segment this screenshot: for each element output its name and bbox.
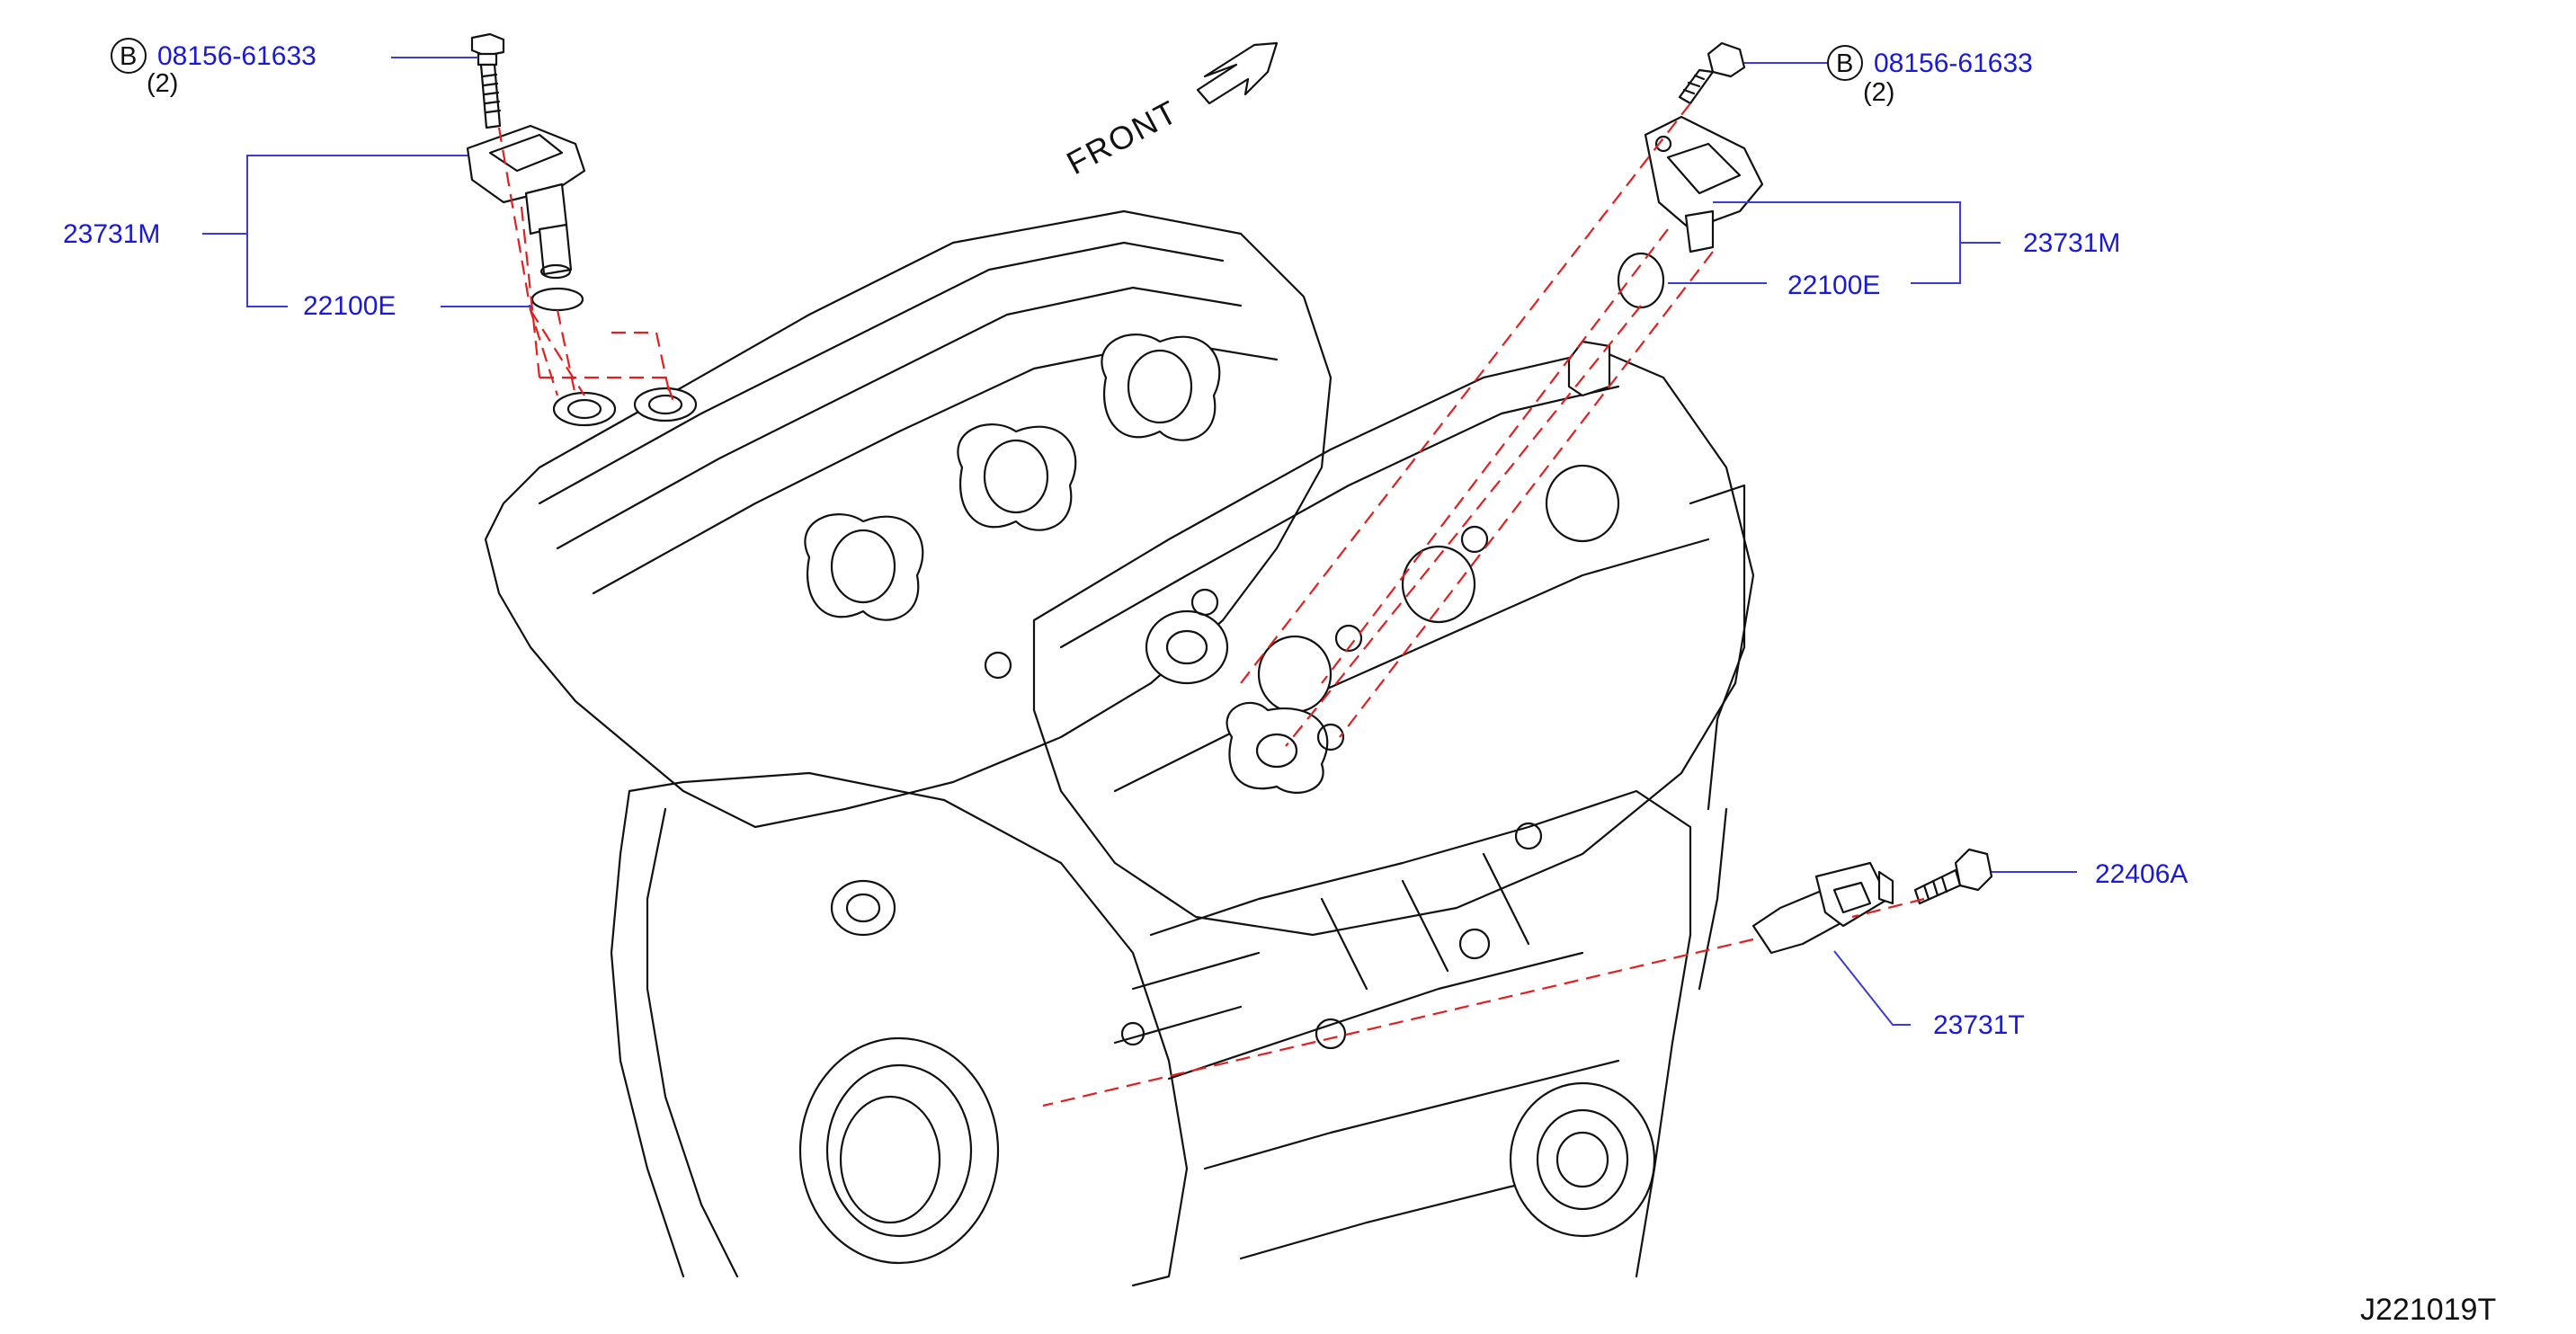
alignment-lines <box>497 102 1925 1107</box>
bolt-left-part-number: 08156-61633 <box>157 41 316 71</box>
sensor-left-part-number: 23731M <box>63 219 160 249</box>
engine-block-drawing <box>484 209 1755 1287</box>
diagram-code: J221019T <box>2360 1293 2496 1327</box>
bolt-right-prefix: B <box>1836 49 1853 78</box>
oring-right-part <box>1617 252 1665 309</box>
b-circle-icon <box>1827 45 1863 81</box>
oring-right-part-number: 22100E <box>1787 271 1880 300</box>
callout-oring-left: 22100E <box>303 291 532 321</box>
front-arrow: FRONT <box>1061 41 1279 182</box>
callout-oring-right: 22100E <box>1668 271 1880 300</box>
bolt-left-prefix: B <box>120 42 137 71</box>
sensor-right-part-number: 23731M <box>2023 228 2120 258</box>
bolt-left-qty: (2) <box>147 69 178 98</box>
oring-left-part-number: 22100E <box>303 291 396 321</box>
callout-sensor-right: 23731M <box>1713 201 2120 284</box>
bolt-right-qty: (2) <box>1863 78 1894 107</box>
sensor-left-part <box>466 124 586 280</box>
callout-bolt-right: B 08156-61633 (2) <box>1744 45 2033 107</box>
sensor-lower-part-number: 23731T <box>1933 1010 2025 1040</box>
bolt-lower-part <box>1913 848 1993 905</box>
callout-bolt-lower: 22406A <box>1992 859 2188 889</box>
bolt-left-part <box>470 32 505 129</box>
bolt-right-part-number: 08156-61633 <box>1874 49 2033 78</box>
bolt-lower-part-number: 22406A <box>2095 859 2188 889</box>
callout-sensor-lower: 23731T <box>1833 950 2025 1040</box>
front-label: FRONT <box>1061 93 1185 182</box>
callout-bolt-left: B 08156-61633 (2) <box>111 38 478 98</box>
sensor-right-part <box>1644 115 1764 253</box>
sensor-lower-part <box>1752 861 1894 955</box>
b-circle-icon <box>111 38 147 74</box>
oring-left-part <box>530 287 584 312</box>
callout-sensor-left: 23731M <box>63 155 468 307</box>
bolt-right-part <box>1678 41 1746 105</box>
